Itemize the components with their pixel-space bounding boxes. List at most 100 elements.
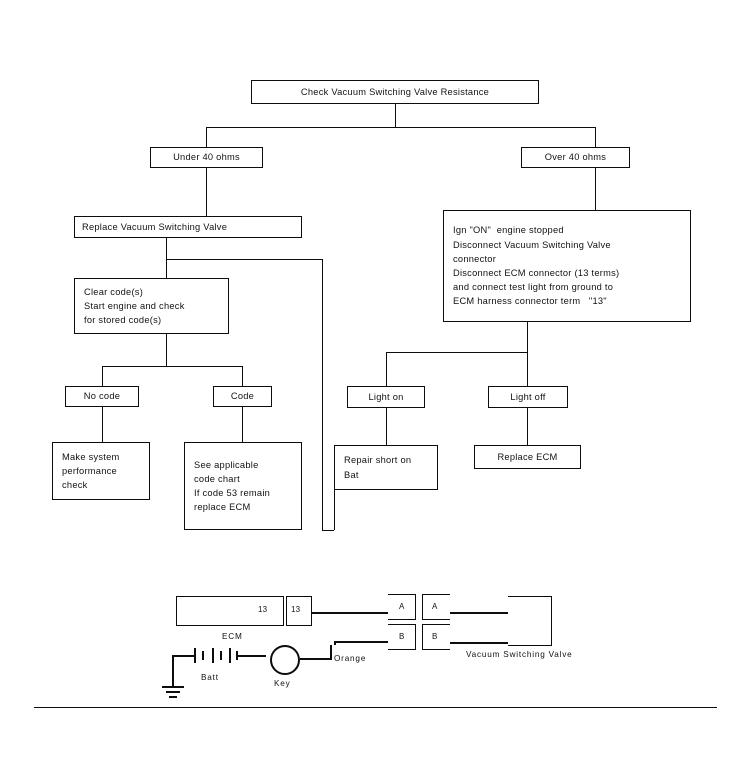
schematic-ground-lead xyxy=(172,655,188,658)
flow-box-see-chart: See applicable code chart If code 53 rem… xyxy=(184,442,302,530)
schematic-key-switch xyxy=(270,645,300,675)
page-bottom-rule xyxy=(34,707,717,708)
see-chart-line-4: replace ECM xyxy=(194,502,251,513)
connector-to-under xyxy=(206,127,207,147)
schematic-batt-plate-5 xyxy=(229,648,232,663)
make-check-line-1: Make system xyxy=(62,451,120,462)
schematic-connector-left-a xyxy=(388,594,416,620)
connector-code-stem xyxy=(242,407,243,442)
flow-box-repair-short: Repair short on Bat xyxy=(334,445,438,490)
repair-short-line-1: Repair short on xyxy=(344,455,412,466)
schematic-wire-a-signal xyxy=(312,612,388,615)
flow-box-over-40-ohms-label: Over 40 ohms xyxy=(544,152,607,163)
flow-box-no-code: No code xyxy=(65,386,139,407)
schematic-wire-key-out xyxy=(300,658,330,661)
schematic-batt-plate-4 xyxy=(220,651,223,660)
flow-box-instructions: Ign "ON" engine stopped Disconnect Vacuu… xyxy=(443,210,691,322)
instructions-line-3: connector xyxy=(453,253,497,264)
connector-to-no-code xyxy=(102,366,103,386)
flow-box-root-label: Check Vacuum Switching Valve Resistance xyxy=(300,86,490,97)
flow-box-light-on: Light on xyxy=(347,386,425,408)
flow-box-replace-valve: Replace Vacuum Switching Valve xyxy=(74,216,302,238)
see-chart-line-1: See applicable xyxy=(194,459,259,470)
clear-codes-line-1: Clear code(s) xyxy=(84,286,144,297)
connector-clear-bus xyxy=(102,366,242,367)
connector-light-on-stem xyxy=(386,408,387,445)
schematic-wire-orange-riser xyxy=(334,641,337,645)
connector-light-off-stem xyxy=(527,408,528,445)
flow-box-repair-short-lines: Repair short on Bat xyxy=(335,453,437,481)
clear-codes-line-2: Start engine and check xyxy=(84,300,185,311)
connector-over-to-instructions xyxy=(595,168,596,210)
schematic-ecm-terminal-number: 13 xyxy=(258,605,268,614)
schematic-connector-right-a-label: A xyxy=(432,602,438,611)
schematic-ground-riser xyxy=(172,655,175,686)
flow-box-code: Code xyxy=(213,386,272,407)
repair-short-line-2: Bat xyxy=(344,469,359,480)
instructions-line-6: ECM harness connector term "13" xyxy=(453,296,607,307)
schematic-wire-key-out-riser xyxy=(330,645,333,660)
connector-to-light-off xyxy=(527,352,528,386)
flow-box-under-40-ohms-label: Under 40 ohms xyxy=(173,152,240,163)
connector-root-bus xyxy=(206,127,596,128)
flow-box-light-off-label: Light off xyxy=(510,391,546,402)
flow-box-make-check: Make system performance check xyxy=(52,442,150,500)
schematic-connector-left-b-label: B xyxy=(399,632,405,641)
flow-box-light-on-label: Light on xyxy=(368,391,404,402)
instructions-line-4: Disconnect ECM connector (13 terms) xyxy=(453,268,620,278)
schematic-valve-body xyxy=(508,596,552,646)
connector-light-bus xyxy=(386,352,527,353)
schematic-connector-left-a-label: A xyxy=(399,602,405,611)
connector-clear-stem xyxy=(166,334,167,366)
connector-repair-return-stem xyxy=(334,490,335,530)
schematic-connector-left-b xyxy=(388,624,416,650)
schematic-batt-label: Batt xyxy=(201,673,219,682)
make-check-line-3: check xyxy=(62,480,88,491)
make-check-line-2: performance xyxy=(62,465,117,476)
flow-box-instructions-lines: Ign "ON" engine stopped Disconnect Vacuu… xyxy=(444,223,690,308)
schematic-ground-bar-1 xyxy=(162,686,184,689)
schematic-batt-plate-1 xyxy=(194,648,197,663)
instructions-line-1: Ign "ON" engine stopped xyxy=(453,225,564,236)
connector-root-stem xyxy=(395,104,396,127)
schematic-wire-valve-a xyxy=(450,612,508,615)
flow-box-over-40-ohms: Over 40 ohms xyxy=(521,147,630,168)
schematic-batt-plate-6 xyxy=(236,651,239,660)
connector-to-code xyxy=(242,366,243,386)
schematic-harness-terminal-number: 13 xyxy=(291,605,301,614)
flow-box-clear-codes-lines: Clear code(s) Start engine and check for… xyxy=(75,285,228,328)
instructions-line-5: and connect test light from ground to xyxy=(453,282,614,293)
schematic-batt-plate-3 xyxy=(212,648,215,663)
schematic-valve-label: Vacuum Switching Valve xyxy=(466,650,573,659)
connector-right-rail xyxy=(322,259,323,530)
schematic-ground-bar-3 xyxy=(169,696,177,699)
connector-to-light-on xyxy=(386,352,387,386)
schematic-wire-orange-run xyxy=(334,641,388,644)
schematic-key-label: Key xyxy=(274,679,291,688)
flow-box-light-off: Light off xyxy=(488,386,568,408)
flow-box-no-code-label: No code xyxy=(83,391,121,402)
connector-to-over xyxy=(595,127,596,147)
connector-under-to-replace xyxy=(206,168,207,216)
flow-box-make-check-lines: Make system performance check xyxy=(53,450,149,493)
schematic-batt-plate-2 xyxy=(202,651,205,660)
schematic-batt-lead-left xyxy=(188,655,194,658)
flow-box-replace-ecm-label: Replace ECM xyxy=(497,451,558,462)
schematic-ecm-label: ECM xyxy=(222,632,243,641)
flow-box-replace-valve-label: Replace Vacuum Switching Valve xyxy=(82,221,228,232)
connector-replace-stem xyxy=(166,238,167,278)
connector-replace-to-rail xyxy=(166,259,323,260)
schematic-wire-valve-b xyxy=(450,642,508,645)
flow-box-root: Check Vacuum Switching Valve Resistance xyxy=(251,80,539,104)
schematic-ecm-body xyxy=(176,596,284,626)
schematic-connector-right-b-label: B xyxy=(432,632,438,641)
schematic-harness-connector xyxy=(286,596,312,626)
connector-rail-foot xyxy=(322,530,334,531)
schematic-ground-bar-2 xyxy=(166,691,180,694)
see-chart-line-3: If code 53 remain xyxy=(194,488,271,498)
schematic-batt-lead-right xyxy=(238,655,266,658)
schematic-connector-right-b xyxy=(422,624,450,650)
flow-box-under-40-ohms: Under 40 ohms xyxy=(150,147,263,168)
